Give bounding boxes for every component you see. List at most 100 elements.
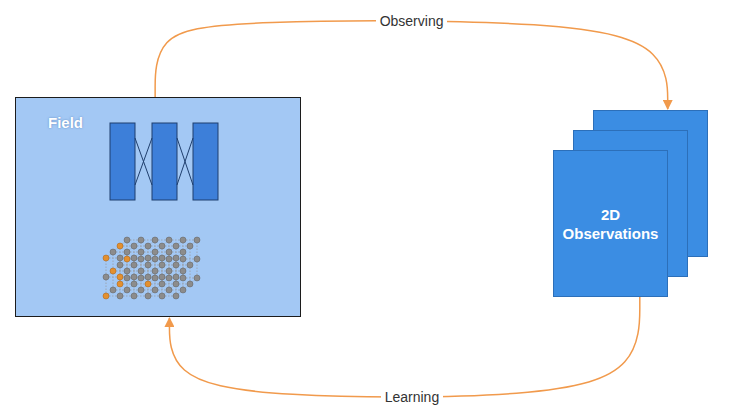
lattice-bond [176,240,183,246]
lattice-bond [148,246,162,247]
lattice-bond [113,252,127,253]
lattice-atom [152,287,158,293]
lattice-bond [176,258,177,277]
lattice-bond [113,265,120,271]
lattice-bond [190,278,197,284]
lattice-bond [106,277,107,296]
lattice-bond [141,278,155,279]
lattice-bond [134,265,135,284]
neural-network-icon [110,123,218,200]
edge-label: Observing [376,13,448,29]
lattice-atom [159,274,165,280]
lattice-bond [120,290,127,296]
lattice-bond [169,271,170,290]
lattice-bond [148,278,155,284]
lattice-bond [155,246,162,252]
lattice-atom [110,287,116,293]
lattice-atom [131,293,137,299]
lattice-bond [148,284,162,285]
lattice-bond [134,246,148,247]
network-layer [110,123,135,200]
lattice-atom [152,249,158,255]
lattice-atom [194,237,200,243]
lattice-atom [145,293,151,299]
lattice-bond [176,265,177,284]
lattice-bond [106,271,113,277]
lattice-atom [117,274,123,280]
lattice-atom [166,237,172,243]
crystal-lattice [103,237,200,299]
lattice-bond [120,246,121,265]
lattice-atom [117,255,123,261]
lattice-atom [159,281,165,287]
lattice-atom [180,275,186,281]
lattice-bond [169,252,183,253]
lattice-bond [134,277,148,278]
lattice-atom [180,256,186,262]
lattice-atom [152,237,158,243]
lattice-bond [134,290,141,296]
lattice-bond [127,240,141,241]
lattice-bond [127,271,128,290]
lattice-bond [120,252,127,258]
lattice-bond [169,259,170,278]
lattice-bond [176,252,183,258]
lattice-bond [134,265,148,266]
lattice-bond [162,258,163,277]
lattice-bond [120,277,134,278]
lattice-bond [127,252,141,253]
lattice-bond [148,252,155,258]
edge-label: Learning [381,389,444,405]
lattice-atom [131,281,137,287]
lattice-bond [162,252,169,258]
lattice-bond [176,290,183,296]
lattice-atom [166,256,172,262]
lattice-bond [155,240,169,241]
lattice-bond [155,271,156,290]
observation-stack: 2D Observations [553,110,708,297]
lattice-bond [134,246,135,265]
lattice-bond [113,290,127,291]
lattice-bond [162,265,176,266]
lattice-atom [187,281,193,287]
lattice-bond [162,290,169,296]
lattice-atom [124,275,130,281]
field-panel: Field [15,97,301,317]
lattice-bond [176,271,183,277]
lattice-atom [138,275,144,281]
lattice-atom [117,281,123,287]
lattice-bond [148,271,155,277]
lattice-atom [124,287,130,293]
lattice-bond [176,246,190,247]
lattice-atom [124,256,130,262]
lattice-bond [169,284,176,290]
lattice-atom [131,262,137,268]
lattice-bond [148,246,149,265]
lattice-bond [169,246,176,252]
lattice-bond [106,252,113,258]
lattice-bond [141,271,155,272]
lattice-bond [162,277,176,278]
lattice-bond [183,259,197,260]
lattice-bond [106,296,120,297]
stack-outline [553,110,708,297]
lattice-bond [148,258,149,277]
lattice-bond [155,290,169,291]
lattice-atom [173,255,179,261]
lattice-atom [159,262,165,268]
lattice-bond [176,278,183,284]
lattice-bond [141,271,142,290]
lattice-atom [145,262,151,268]
lattice-bond [162,278,169,284]
lattice-bond [183,278,197,279]
lattice-atom [138,249,144,255]
lattice-atom [173,293,179,299]
lattice-atom [194,275,200,281]
lattice-bond [162,284,176,285]
lattice-atom [166,275,172,281]
lattice-bond [155,252,156,271]
lattice-atom [159,243,165,249]
lattice-bond [148,277,149,296]
lattice-bond [141,265,148,271]
